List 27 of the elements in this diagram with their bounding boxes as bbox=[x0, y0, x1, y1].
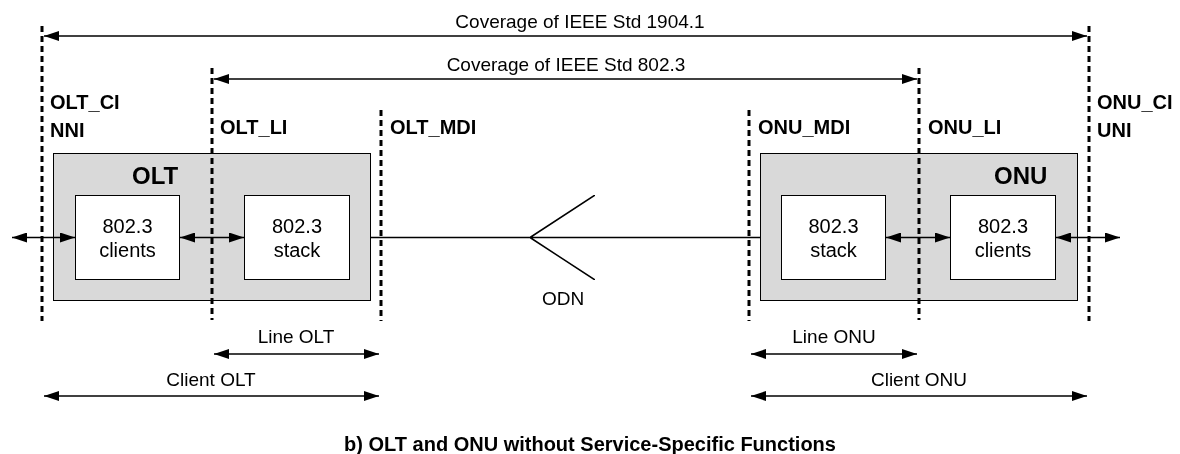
interface-label: ONU_MDI bbox=[758, 115, 852, 140]
arrow bbox=[1055, 232, 1121, 243]
device-title: ONU bbox=[994, 162, 1048, 190]
interface-label: ONU_CI UNI bbox=[1097, 90, 1174, 143]
node-caption: ODN bbox=[542, 288, 585, 310]
connector-line bbox=[594, 236, 761, 239]
arrow bbox=[885, 232, 951, 243]
process-box: 802.3 stack bbox=[781, 195, 886, 280]
connector-line bbox=[370, 236, 531, 239]
dimension-label: Line OLT bbox=[256, 326, 336, 348]
interface-label: OLT_CI NNI bbox=[50, 90, 121, 143]
dimension-label: Coverage of IEEE Std 1904.1 bbox=[454, 11, 706, 33]
device-title: OLT bbox=[132, 162, 179, 190]
arrow bbox=[11, 232, 76, 243]
dimension-label: Client OLT bbox=[165, 369, 257, 391]
dimension-label: Client ONU bbox=[869, 369, 969, 391]
process-box: 802.3 clients bbox=[950, 195, 1056, 280]
arrow bbox=[179, 232, 245, 243]
process-box: 802.3 clients bbox=[75, 195, 180, 280]
interface-label: ONU_LI bbox=[928, 115, 1003, 140]
dimension-label: Line ONU bbox=[791, 326, 877, 348]
device-box bbox=[760, 153, 1078, 301]
process-box: 802.3 stack bbox=[244, 195, 350, 280]
interface-label: OLT_MDI bbox=[390, 115, 478, 140]
dimension-label: Coverage of IEEE Std 802.3 bbox=[445, 54, 687, 76]
device-box bbox=[53, 153, 371, 301]
interface-label: OLT_LI bbox=[220, 115, 289, 140]
